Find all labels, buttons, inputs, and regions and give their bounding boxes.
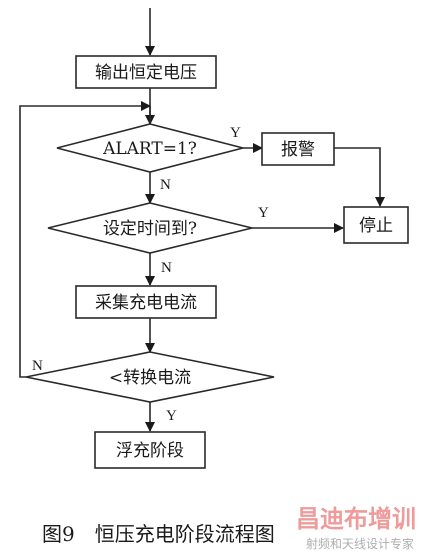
process-box [75,55,217,89]
arrow-current-no-loop [19,101,151,378]
watermark: 昌迪布增训 射频和天线设计专家 [296,505,416,551]
node-label: 设定时间到? [103,219,197,239]
edge-label-current-no: N [32,358,43,374]
edge-label-alart-no: N [160,177,171,193]
edge-label-time-yes: Y [258,205,269,221]
arrow-alarm-to-stop [334,147,385,207]
connectors [19,8,385,432]
decision-diamond [47,202,253,254]
watermark-main: 昌迪布增训 [296,505,416,533]
node-label: ALART=1? [102,139,197,159]
process-box [75,285,217,319]
node-label: 停止 [359,216,393,236]
node-stop: 停止 [343,206,409,244]
edge-label-current-yes: Y [166,408,177,424]
node-label: <转换电流 [109,368,191,388]
edge-label-time-no: N [161,260,172,276]
node-label: 采集充电电流 [95,293,197,313]
node-alarm: 报警 [261,132,335,166]
node-label: 浮充阶段 [116,441,184,461]
node-output-voltage: 输出恒定电压 [75,55,217,89]
decision-diamond [56,123,244,173]
decision-diamond [25,351,275,403]
node-label: 报警 [281,140,315,160]
node-float-stage: 浮充阶段 [94,431,206,469]
edge-label-alart-yes: Y [230,125,241,141]
node-current-check: <转换电流 [25,351,275,403]
process-box [94,431,206,469]
figure-caption: 图9 恒压充电阶段流程图 [42,522,275,546]
process-box [343,206,409,244]
watermark-sub: 射频和天线设计专家 [306,536,414,551]
process-box [261,132,335,166]
node-time-check: 设定时间到? [47,202,253,254]
node-alart-check: ALART=1? [56,123,244,173]
node-label: 输出恒定电压 [95,63,197,83]
node-sample-current: 采集充电电流 [75,285,217,319]
